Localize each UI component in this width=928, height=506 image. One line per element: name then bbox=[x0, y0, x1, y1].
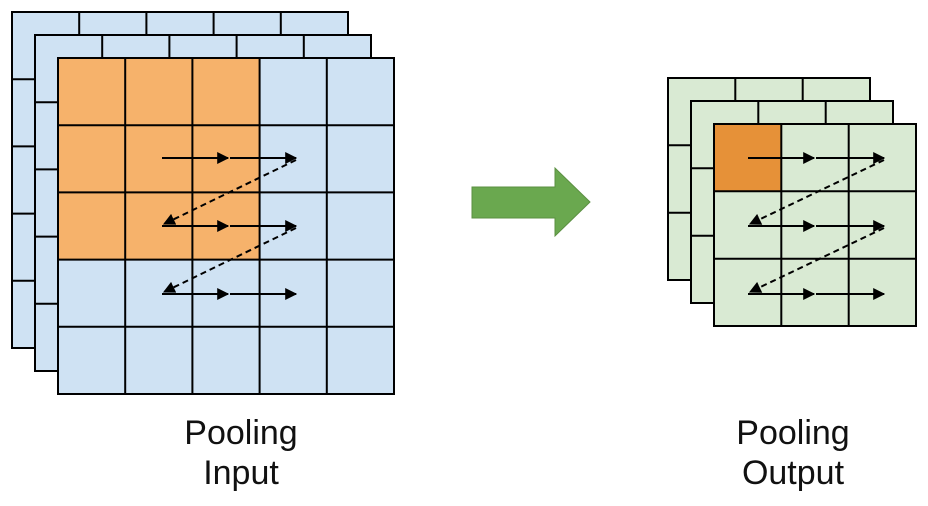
output-caption-line2: Output bbox=[741, 454, 845, 492]
input-caption-line2: Input bbox=[203, 454, 279, 492]
output-caption-line1: Pooling bbox=[736, 414, 850, 452]
right-arrow-icon bbox=[471, 166, 591, 238]
input-caption-line1: Pooling bbox=[184, 414, 298, 452]
input-caption: Pooling Input bbox=[141, 413, 341, 493]
output-scan-arrows bbox=[748, 152, 886, 300]
input-stack bbox=[11, 11, 395, 395]
input-scan-arrows bbox=[162, 152, 298, 300]
input-pooling-window bbox=[58, 58, 260, 260]
output-layer-front bbox=[713, 123, 917, 327]
output-caption: Pooling Output bbox=[693, 413, 893, 493]
output-stack bbox=[667, 77, 917, 327]
